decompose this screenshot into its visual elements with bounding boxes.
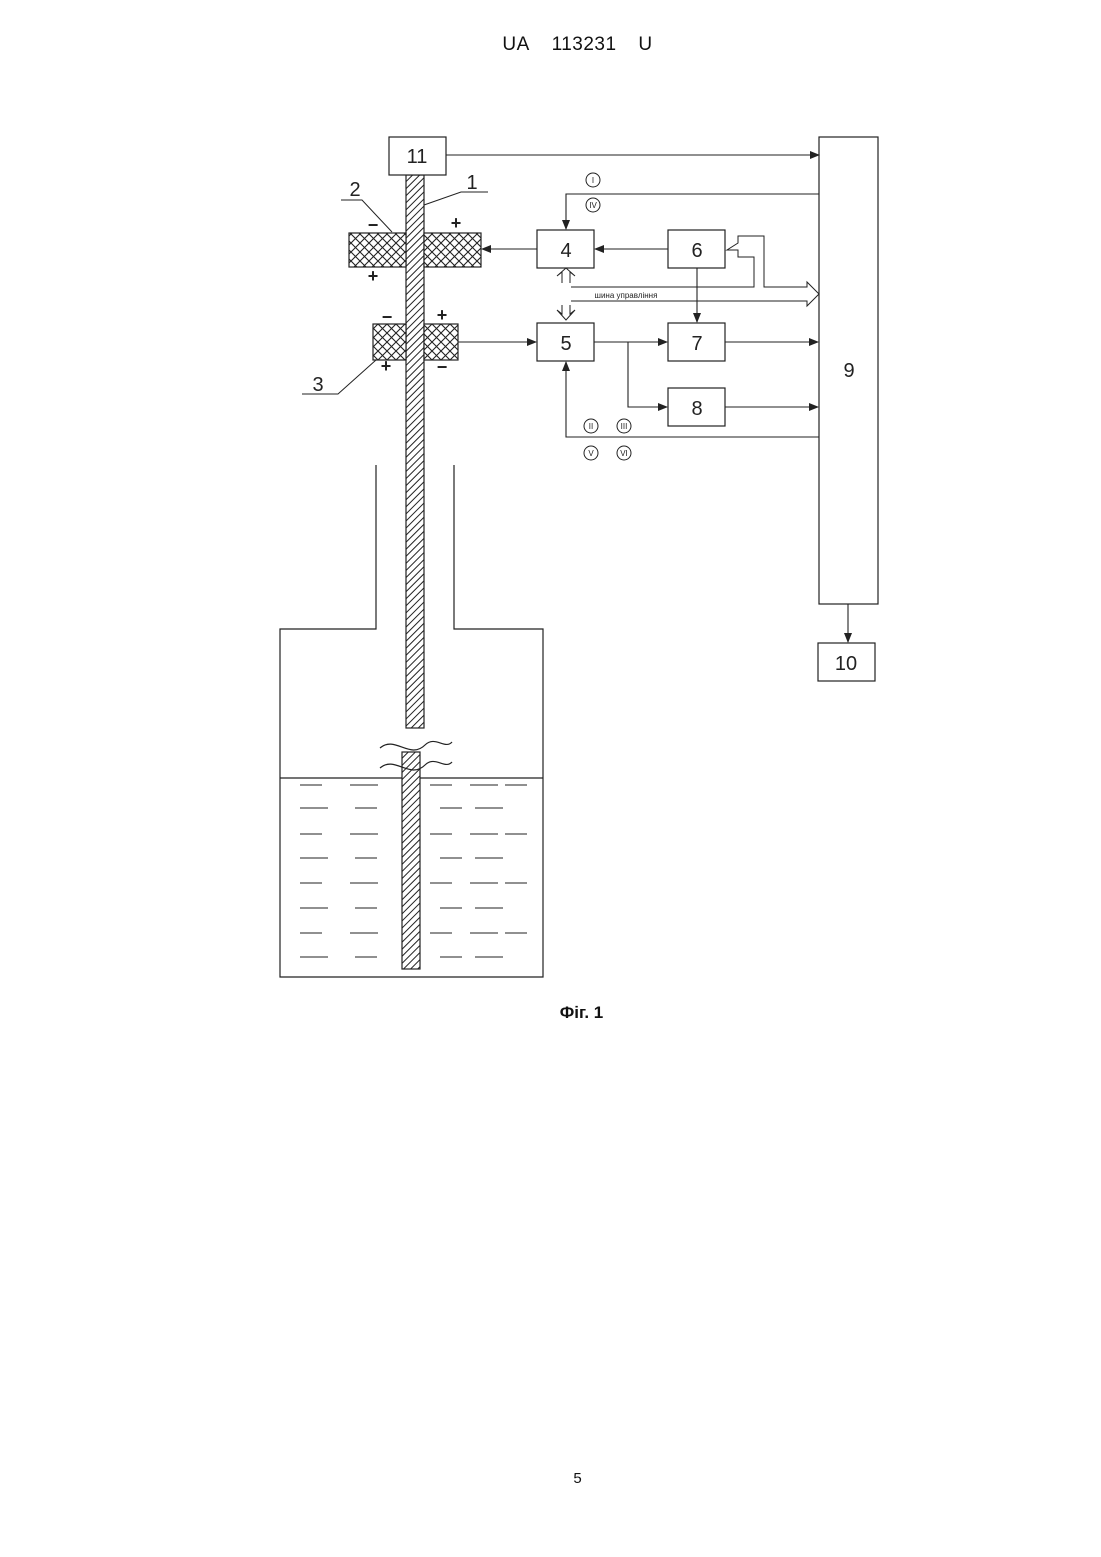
roman-label-6: VI <box>620 449 628 458</box>
label-block-6: 6 <box>691 240 702 262</box>
control-bus-label: шина управління <box>595 291 658 300</box>
leader-1 <box>424 192 488 205</box>
page-number: 5 <box>0 1470 1101 1487</box>
magnet-2-plus-top: + <box>451 213 462 233</box>
roman-label-4: IV <box>589 201 597 210</box>
figure-caption: Фіг. 1 <box>0 1003 1101 1023</box>
label-block-8: 8 <box>691 398 702 420</box>
arrow-5-to-8 <box>628 342 667 407</box>
magnet-3-minus-top: − <box>382 307 393 327</box>
arrow-9-to-4 <box>566 194 819 229</box>
roman-label-3: III <box>621 422 628 431</box>
label-block-10: 10 <box>835 653 857 675</box>
roman-label-2: II <box>589 422 593 431</box>
magnet-3-plus-bottom: + <box>381 356 392 376</box>
label-block-5: 5 <box>560 333 571 355</box>
magnet-2-minus-top: − <box>368 215 379 235</box>
magnet-3-plus-top: + <box>437 305 448 325</box>
rod <box>380 175 452 969</box>
roman-label-1: I <box>592 176 594 185</box>
label-block-11: 11 <box>407 146 428 168</box>
label-block-9: 9 <box>843 360 854 382</box>
magnet-3-minus-bottom: − <box>437 357 448 377</box>
label-magnet-2: 2 <box>349 179 360 201</box>
leader-2 <box>341 200 392 232</box>
roman-label-5: V <box>588 449 594 458</box>
label-block-4: 4 <box>560 240 571 262</box>
label-block-7: 7 <box>691 333 702 355</box>
magnet-2-plus-bottom: + <box>368 266 379 286</box>
label-rod-1: 1 <box>466 172 477 194</box>
label-magnet-3: 3 <box>312 374 323 396</box>
